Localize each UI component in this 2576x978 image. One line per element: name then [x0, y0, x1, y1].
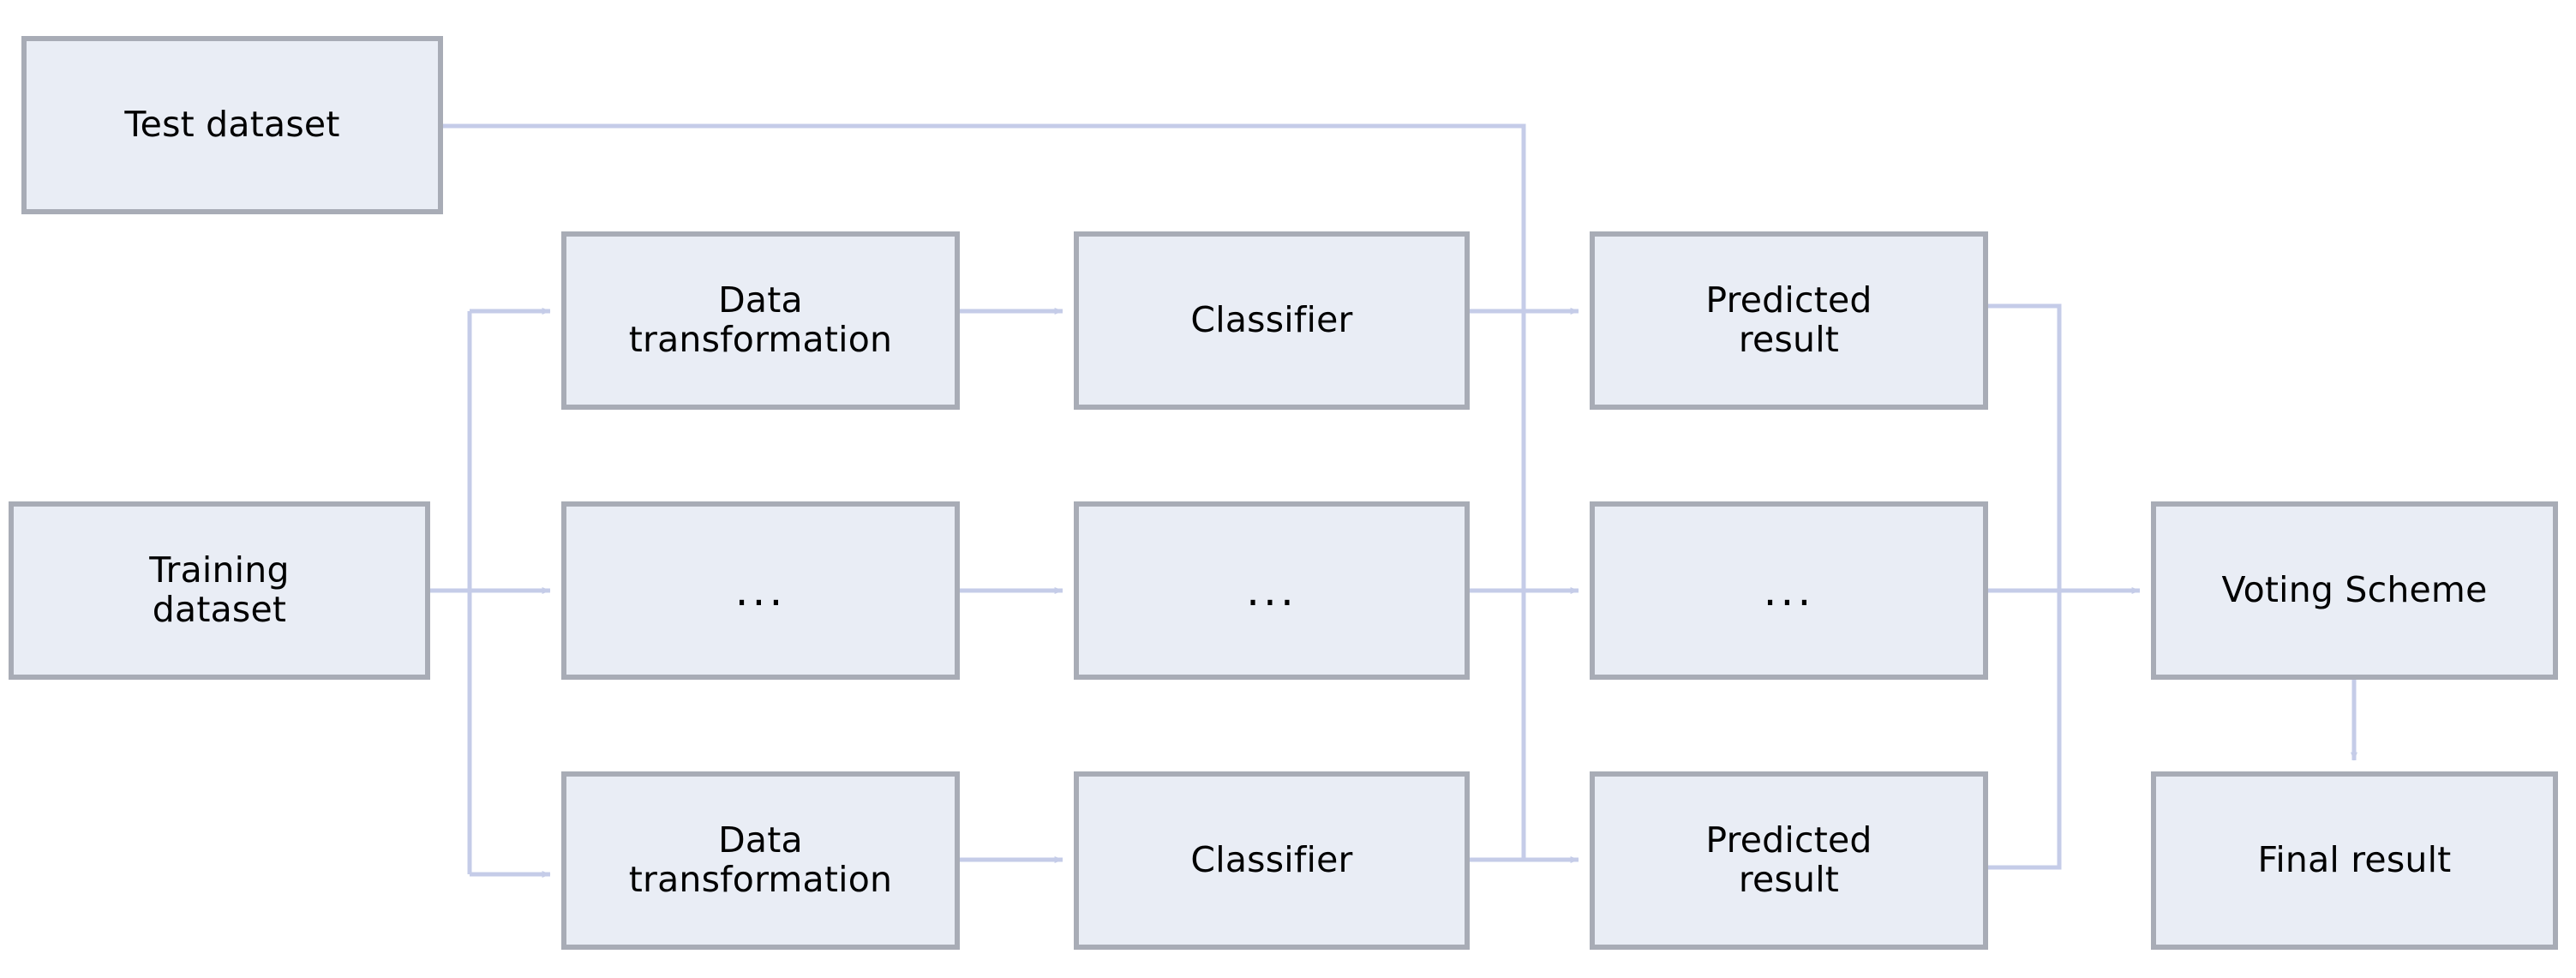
- node-classifier-2[interactable]: ...: [1074, 501, 1470, 680]
- node-voting-scheme[interactable]: Voting Scheme: [2151, 501, 2558, 680]
- node-data-transformation-2[interactable]: ...: [561, 501, 960, 680]
- node-training-dataset[interactable]: Training dataset: [9, 501, 430, 680]
- edge-pred1-merge: [1988, 303, 2062, 591]
- node-test-dataset[interactable]: Test dataset: [21, 36, 443, 214]
- node-final-result[interactable]: Final result: [2151, 771, 2558, 950]
- node-predicted-result-1[interactable]: Predicted result: [1590, 231, 1988, 410]
- edge-pred3-merge: [1988, 591, 2062, 870]
- node-predicted-result-3[interactable]: Predicted result: [1590, 771, 1988, 950]
- node-predicted-result-2[interactable]: ...: [1590, 501, 1988, 680]
- node-classifier-3[interactable]: Classifier: [1074, 771, 1470, 950]
- node-classifier-1[interactable]: Classifier: [1074, 231, 1470, 410]
- node-data-transformation-1[interactable]: Data transformation: [561, 231, 960, 410]
- node-data-transformation-3[interactable]: Data transformation: [561, 771, 960, 950]
